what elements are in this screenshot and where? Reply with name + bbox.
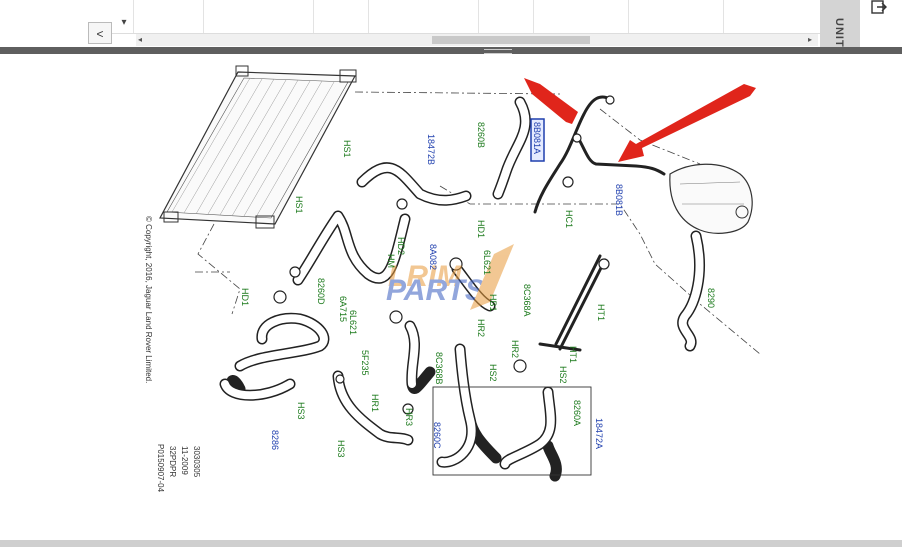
radiator[interactable] xyxy=(159,65,357,229)
grid-cell[interactable] xyxy=(368,0,479,33)
label-8286: 8286 xyxy=(270,430,280,450)
label-18472a: 18472A xyxy=(594,418,604,449)
splitter-grip[interactable] xyxy=(484,49,512,54)
export-icon[interactable] xyxy=(870,0,888,14)
splitter-bar[interactable] xyxy=(0,47,902,54)
labels-green: HS1 HS1 HD1 8260D 6A715 HD2 HM 8260B HD1… xyxy=(240,122,716,458)
grid-cell[interactable] xyxy=(313,0,369,33)
scroll-right-icon[interactable]: ▸ xyxy=(808,35,813,44)
label-8260c: 8260C xyxy=(432,422,442,449)
unit-column-header[interactable]: UNIT xyxy=(833,18,845,48)
collapse-button[interactable]: < xyxy=(88,22,112,44)
label-hr2-right: HR2 xyxy=(510,340,520,358)
label-hr3: HR3 xyxy=(404,408,414,426)
watermark: LRIM PARTS xyxy=(386,244,514,310)
clamps xyxy=(273,95,615,415)
label-hc1: HC1 xyxy=(564,210,574,228)
horizontal-scrollbar[interactable]: ◂ ▸ xyxy=(136,34,818,46)
label-hd1: HD1 xyxy=(476,220,486,238)
label-hs1-top: HS1 xyxy=(342,140,352,158)
label-hm: HM xyxy=(386,254,396,268)
grid-cell[interactable] xyxy=(628,0,724,33)
label-8260d: 8260D xyxy=(316,278,326,305)
chevron-down-icon[interactable]: ▾ xyxy=(121,17,127,28)
grid-cell[interactable] xyxy=(478,0,534,33)
label-ht1: HT1 xyxy=(596,304,606,321)
scrollbar-thumb[interactable] xyxy=(432,36,590,44)
label-hd1-left: HD1 xyxy=(240,288,250,306)
label-8b081a[interactable]: 8B081A xyxy=(532,122,542,154)
label-hr2: HR2 xyxy=(476,319,486,337)
label-hs2-right: HS2 xyxy=(558,366,568,384)
label-6l621: 6L621 xyxy=(348,310,358,335)
label-8b081b: 8B081B xyxy=(614,184,624,216)
label-8260a: 8260A xyxy=(572,400,582,426)
label-8a082: 8A082 xyxy=(428,244,438,270)
label-hd2: HD2 xyxy=(396,237,406,255)
svg-text:11-2009: 11-2009 xyxy=(180,446,189,475)
header-grid xyxy=(88,0,821,34)
selected-part-highlight[interactable] xyxy=(530,118,545,162)
expansion-tank[interactable] xyxy=(669,163,753,234)
label-5f235: 5F235 xyxy=(360,350,370,376)
label-hr1: HR1 xyxy=(370,394,380,412)
labels-blue: 18472B 8B081A 8B081B 8260C 18472A 8286 8… xyxy=(270,122,624,450)
label-8c368a: 8C368A xyxy=(522,284,532,317)
svg-text:P0150907-04: P0150907-04 xyxy=(156,444,165,493)
label-hs1: HS1 xyxy=(294,196,304,214)
grid-cell[interactable] xyxy=(723,0,821,33)
copyright-text: © Copyright, 2016, Jaguar Land Rover Lim… xyxy=(144,216,153,383)
label-hs2: HS2 xyxy=(488,364,498,382)
hose-group[interactable] xyxy=(219,96,705,482)
reference-codes: 3030305 11-2009 32PDPR P0150907-04 xyxy=(156,444,201,493)
label-ht1-lower: HT1 xyxy=(568,346,578,363)
grid-cell[interactable] xyxy=(533,0,629,33)
label-hs3-lower: HS3 xyxy=(336,440,346,458)
label-6l621-right: 6L621 xyxy=(482,250,492,275)
toolbar: ▾ < ◂ ▸ UNIT xyxy=(0,0,902,48)
svg-text:PARTS: PARTS xyxy=(386,274,485,307)
detail-inset-frame xyxy=(432,386,592,476)
svg-text:3030305: 3030305 xyxy=(192,446,201,478)
unit-panel xyxy=(820,0,860,48)
svg-text:LRIM: LRIM xyxy=(388,260,462,293)
annotation-arrows xyxy=(524,78,756,162)
scroll-left-icon[interactable]: ◂ xyxy=(138,35,143,44)
grid-cell[interactable] xyxy=(133,0,204,33)
parts-diagram: LRIM PARTS HS1 HS1 HD1 8260D 6A715 HD2 H… xyxy=(144,65,761,493)
label-hb1: HB1 xyxy=(488,294,498,312)
bottom-scrollbar[interactable] xyxy=(0,540,902,547)
grid-cell[interactable] xyxy=(88,0,134,33)
label-hs3: HS3 xyxy=(296,402,306,420)
label-8260b: 8260B xyxy=(476,122,486,148)
grid-cell[interactable] xyxy=(203,0,314,33)
label-8290: 8290 xyxy=(706,288,716,308)
label-8c368b: 8C368B xyxy=(434,352,444,385)
label-18472b: 18472B xyxy=(426,134,436,165)
label-6a715: 6A715 xyxy=(338,296,348,322)
svg-text:32PDPR: 32PDPR xyxy=(168,446,177,477)
